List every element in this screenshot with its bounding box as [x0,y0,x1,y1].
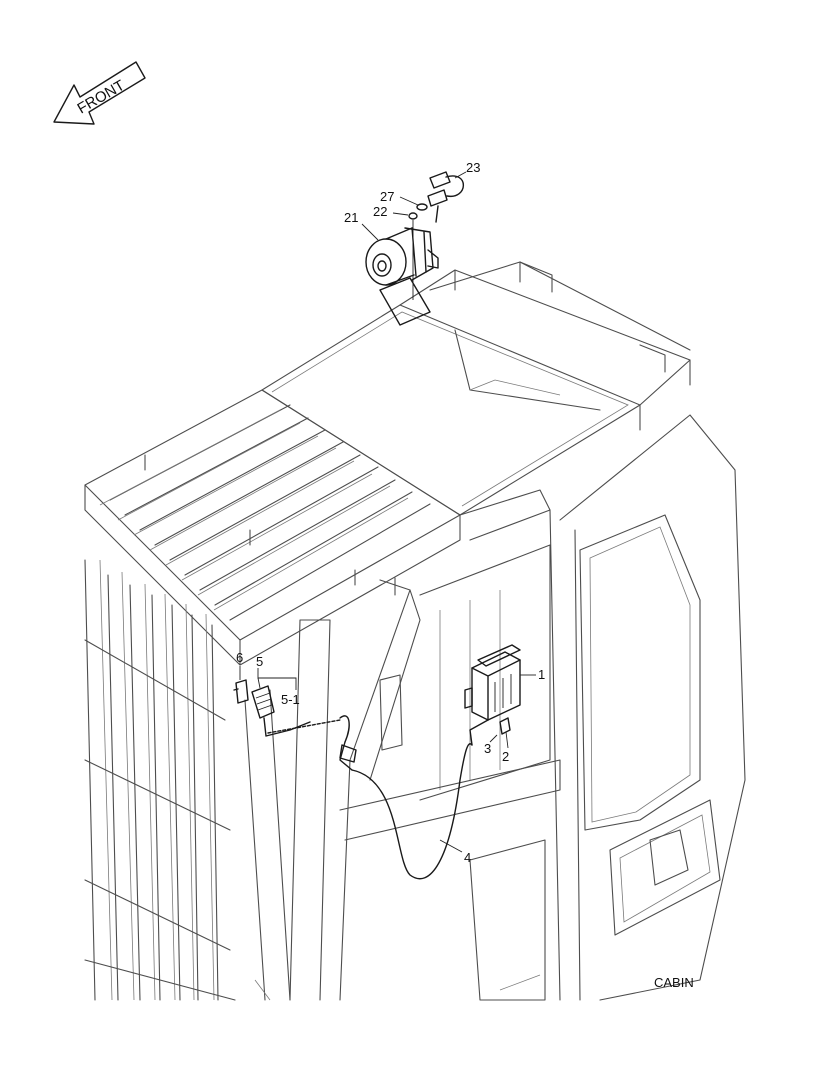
horn-assembly [365,171,464,326]
callout-labels: 1 2 3 4 5 5-1 6 21 22 23 27 [236,160,545,865]
section-label: CABIN [654,975,694,990]
front-arrow: FRONT [53,61,146,125]
callout-27: 27 [380,189,394,204]
callout-5-1: 5-1 [281,692,300,707]
callout-5: 5 [256,654,263,669]
callout-3: 3 [484,741,491,756]
callout-21: 21 [344,210,358,225]
leader-lines [239,171,536,853]
callout-1: 1 [538,667,545,682]
microphone [233,679,350,743]
cab-structure [84,261,746,1001]
callout-23: 23 [466,160,480,175]
callout-4: 4 [464,850,471,865]
controller-unit [464,644,521,746]
callout-6: 6 [236,650,243,665]
cable-harness [339,741,473,880]
callout-2: 2 [502,749,509,764]
callout-22: 22 [373,204,387,219]
